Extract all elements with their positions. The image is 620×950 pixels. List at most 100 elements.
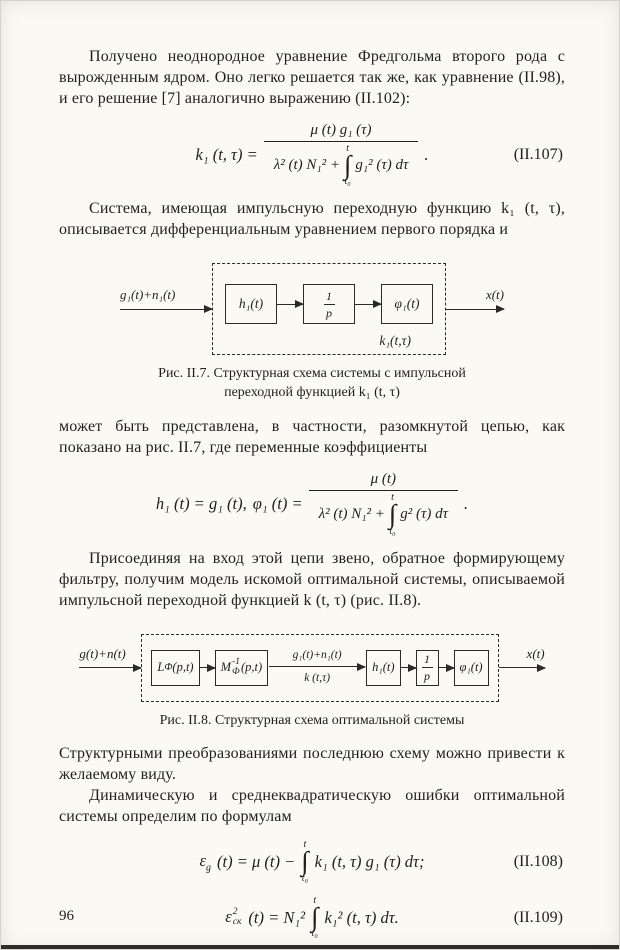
eqcoeff-den-right: g² (τ) dτ xyxy=(400,506,448,523)
fig7-block-integrator: 1 p xyxy=(303,284,355,325)
fig7-caption-line1: Рис. II.7. Структурная схема системы с и… xyxy=(158,366,466,382)
equation-number-II108: (II.108) xyxy=(513,853,563,870)
eq107-denominator: λ² (t) N₁² + t ∫ t₀ g₁² (τ) dτ xyxy=(263,140,419,188)
eq108-eps: εg xyxy=(200,851,212,873)
paragraph-joining: Присоединяя на вход этой цепи звено, обр… xyxy=(59,549,565,609)
integral-upper-limit: t xyxy=(313,894,317,906)
fig8-frac-num: 1 xyxy=(424,652,431,666)
fig8-frac-den: p xyxy=(424,669,431,683)
paragraph-system: Система, имеющая импульсную переходную ф… xyxy=(59,200,565,239)
fig8-input-arrow xyxy=(79,666,142,669)
fig7-dashed-box: h₁(t) 1 p φ₁(t) k₁(t,τ) xyxy=(212,263,446,356)
eq109-mid: (t) = N₁² xyxy=(248,907,306,927)
fig7-impulse-function-label: k₁(t,τ) xyxy=(379,333,411,349)
figure-II7-diagram: g₁(t)+n₁(t) h₁(t) 1 p φ₁(t) k₁(t,τ) x(t) xyxy=(59,263,565,356)
fig8-impulse-function-label: k (t,τ) xyxy=(304,672,331,685)
equation-II108: εg (t) = μ (t) − t ∫ t₀ k₁ (t, τ) g₁ (τ)… xyxy=(59,840,565,884)
integral-upper-limit: t xyxy=(303,839,307,851)
paragraph-represented: может быть представлена, в частности, ра… xyxy=(59,418,565,457)
fig7-output-signal: x(t) xyxy=(446,287,504,331)
integral-sign: t ∫ t₀ xyxy=(389,493,396,537)
integral-upper-limit: t xyxy=(391,492,394,504)
page-number: 96 xyxy=(59,908,74,924)
equation-II107: k₁ (t, τ) = μ (t) g₁ (τ) λ² (t) N₁² + t … xyxy=(59,122,565,188)
paragraph-transform: Структурными преобразованиями последнюю … xyxy=(59,745,565,784)
paragraph-errors: Динамическую и среднеквадратическую ошиб… xyxy=(59,787,565,826)
eq108-tail: k₁ (t, τ) g₁ (τ) dτ; xyxy=(314,852,425,871)
fig8-arrow-1 xyxy=(199,666,215,669)
integral-upper-limit: t xyxy=(346,142,350,154)
fig7-caption-line2: переходной функцией k₁ (t, τ) xyxy=(224,385,400,401)
eq109-tail: k₁² (t, τ) dτ. xyxy=(324,907,399,927)
integral-sign: t ∫ t₀ xyxy=(343,142,352,188)
fig8-mid-arrow xyxy=(269,665,366,668)
eqcoeff-denominator: λ² (t) N₁² + t ∫ t₀ g² (τ) dτ xyxy=(308,490,458,537)
fraction-bar xyxy=(421,667,433,668)
fig8-M-sub: Ф xyxy=(232,666,240,677)
integral-glyph: ∫ xyxy=(301,846,309,877)
figure-II7-caption: Рис. II.7. Структурная схема системы с и… xyxy=(59,365,565,403)
fig7-frac-den: p xyxy=(326,305,332,320)
equation-coefficients-body: h₁ (t) = g₁ (t), φ₁ (t) = μ (t) λ² (t) N… xyxy=(59,471,565,537)
fig8-arrow-3 xyxy=(438,666,454,669)
fig8-block-phi1: φ₁(t) xyxy=(453,649,489,686)
integral-glyph: ∫ xyxy=(311,901,319,932)
fig7-frac-num: 1 xyxy=(326,288,332,303)
integral-glyph: ∫ xyxy=(388,499,397,530)
eq107-den-right: g₁² (τ) dτ xyxy=(355,157,409,174)
equation-number-II107: (II.107) xyxy=(513,145,563,163)
eqcoeff-numerator: μ (t) xyxy=(370,471,396,488)
integral-glyph: ∫ xyxy=(343,149,352,180)
fig8-output-arrow xyxy=(498,666,545,669)
fig7-output-arrow xyxy=(446,308,504,311)
fig8-M-main: M xyxy=(220,660,232,674)
fig7-output-label: x(t) xyxy=(485,287,504,303)
eqcoeff-period: . xyxy=(463,493,469,513)
fig8-mid-label-top: g₁(t)+n₁(t) xyxy=(292,649,342,662)
fig8-input-label: g(t)+n(t) xyxy=(79,645,126,661)
integral-lower-limit: t₀ xyxy=(301,872,309,884)
eq107-period: . xyxy=(424,144,429,164)
integral-lower-limit: t₀ xyxy=(311,928,318,940)
fig8-M-args: (p,t) xyxy=(240,660,263,674)
eq107-den-left: λ² (t) N₁² + xyxy=(273,157,340,174)
fig7-arrow-2 xyxy=(355,303,381,306)
eq107-lhs: k₁ (t, τ) = xyxy=(195,144,258,164)
integral-sign: t ∫ t₀ xyxy=(301,840,308,884)
fig8-input-signal: g(t)+n(t) xyxy=(79,645,142,690)
epsilon: ε xyxy=(199,850,207,870)
integral-lower-limit: t₀ xyxy=(344,176,351,188)
fig8-L-args: (p,t) xyxy=(172,660,194,674)
eqcoeff-den-left: λ² (t) N₁² + xyxy=(318,506,385,523)
fig7-input-label: g₁(t)+n₁(t) xyxy=(120,287,176,303)
paragraph-intro: Получено неоднородное уравнение Фредголь… xyxy=(59,48,565,107)
fig8-L-main: L xyxy=(157,660,165,674)
fig8-output-label: x(t) xyxy=(526,645,545,661)
eqcoeff-phi1: φ₁ (t) = xyxy=(252,493,303,513)
epsilon: ε xyxy=(225,907,232,926)
equation-coefficients: h₁ (t) = g₁ (t), φ₁ (t) = μ (t) λ² (t) N… xyxy=(59,471,565,537)
fig8-block-h1: h₁(t) xyxy=(366,649,401,686)
fig8-block-integrator: 1 p xyxy=(415,649,439,686)
fig7-block-phi1: φ₁(t) xyxy=(381,284,433,325)
eqcoeff-fraction: μ (t) λ² (t) N₁² + t ∫ t₀ g² (τ) dτ xyxy=(308,471,458,537)
integral-lower-limit: t₀ xyxy=(389,525,396,537)
fig8-mid-signal: g₁(t)+n₁(t) k (t,τ) xyxy=(269,649,366,685)
fig7-input-signal: g₁(t)+n₁(t) xyxy=(120,287,212,331)
fig8-L-sub: Ф xyxy=(164,662,173,673)
fraction-bar xyxy=(323,303,335,305)
equation-II107-body: k₁ (t, τ) = μ (t) g₁ (τ) λ² (t) N₁² + t … xyxy=(59,122,565,188)
eq109-eps-sub: ск xyxy=(232,917,242,928)
eq107-numerator: μ (t) g₁ (τ) xyxy=(310,121,372,138)
integral-sign: t ∫ t₀ xyxy=(311,894,319,940)
equation-number-II109: (II.109) xyxy=(513,908,563,926)
eq108-mid: (t) = μ (t) − xyxy=(217,852,296,871)
